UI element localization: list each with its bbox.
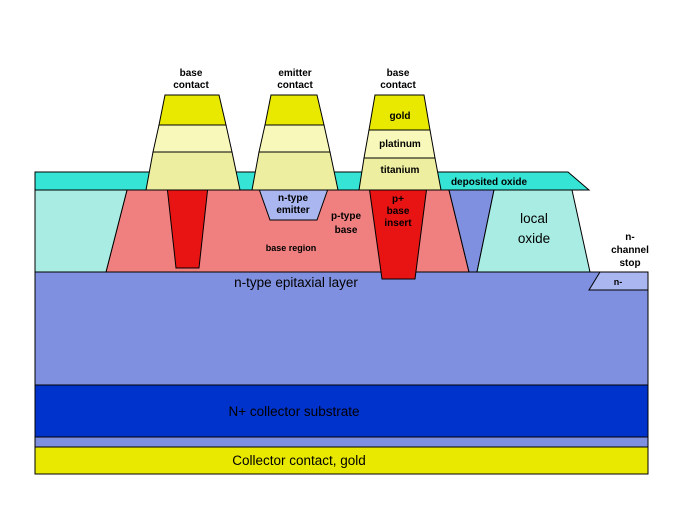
p-base-label-line1: p-type (331, 211, 361, 222)
channel-stop-label-line3: stop (619, 258, 640, 269)
n-channel-stop-region (588, 271, 649, 291)
channel-stop-label-line1: n- (625, 232, 634, 243)
p-insert-label-line1: p+ (392, 194, 404, 205)
collector-contact-region (34, 446, 649, 475)
emitter-contact-gold-layer (264, 94, 325, 126)
base-contact-left-label-line2: contact (173, 80, 209, 91)
p-insert-label-line3: insert (384, 218, 412, 229)
substrate-label: N+ collector substrate (229, 404, 360, 419)
base-contact-right-titanium-layer (358, 157, 442, 191)
local-oxide-label-line1: local (520, 211, 548, 226)
base-contact-left-label-line1: base (180, 68, 203, 79)
emitter-contact-platinum-layer (258, 124, 331, 153)
epitaxial-thin-strip (34, 436, 649, 448)
base-contact-left-titanium-layer (145, 151, 241, 191)
p-insert-label-line2: base (387, 206, 410, 217)
platinum-layer-label: platinum (379, 139, 421, 150)
n-emitter-label-line1: n-type (278, 193, 308, 204)
emitter-contact-label-line2: contact (277, 80, 313, 91)
gold-layer-label: gold (389, 111, 410, 122)
emitter-contact-titanium-layer (251, 151, 339, 191)
channel-stop-label-line2: channel (611, 245, 649, 256)
epitaxial-layer-label: n-type epitaxial layer (234, 275, 358, 290)
emitter-contact-label-line1: emitter (278, 68, 311, 79)
base-contact-left-gold-layer (158, 94, 227, 126)
base-region-label: base region (266, 243, 317, 253)
titanium-layer-label: titanium (381, 165, 420, 176)
p-base-label-line2: base (335, 225, 358, 236)
n-minus-label: n- (614, 277, 623, 287)
local-oxide-label-line2: oxide (518, 231, 550, 246)
base-contact-left-platinum-layer (152, 124, 233, 153)
n-emitter-label-line2: emitter (276, 205, 309, 216)
collector-contact-label: Collector contact, gold (232, 453, 366, 468)
base-contact-right-label-line1: base (387, 68, 410, 79)
base-contact-right-label-line2: contact (380, 80, 416, 91)
deposited-oxide-label: deposited oxide (451, 177, 528, 188)
